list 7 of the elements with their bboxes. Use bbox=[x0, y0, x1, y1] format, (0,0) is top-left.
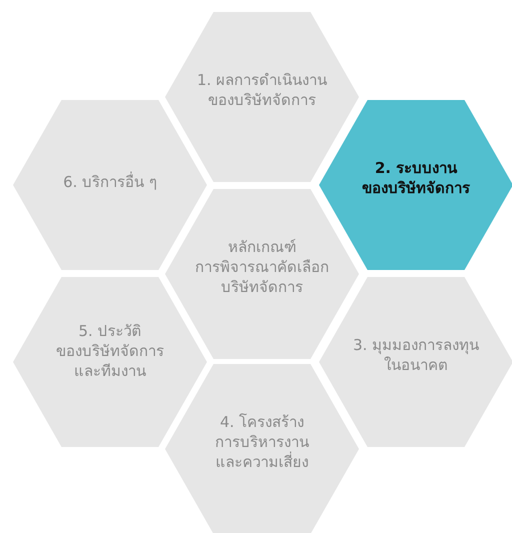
hexagon-label: 2. ระบบงาน ของบริษัทจัดการ bbox=[361, 158, 471, 198]
hexagon-label: 1. ผลการดำเนินงาน ของบริษัทจัดการ bbox=[196, 70, 328, 110]
hexagon-label: 5. ประวัติ ของบริษัทจัดการ และทีมงาน bbox=[55, 321, 165, 381]
hexagon-label: หลักเกณฑ์ การพิจารณาคัดเลือก บริษัทจัดการ bbox=[194, 237, 330, 297]
hexagon-label: 4. โครงสร้าง การบริหารงาน และความเสี่ยง bbox=[214, 412, 310, 472]
hexagon-label: 3. มุมมองการลงทุน ในอนาคต bbox=[352, 335, 480, 375]
hexagon-label: 6. บริการอื่น ๆ bbox=[62, 172, 158, 192]
